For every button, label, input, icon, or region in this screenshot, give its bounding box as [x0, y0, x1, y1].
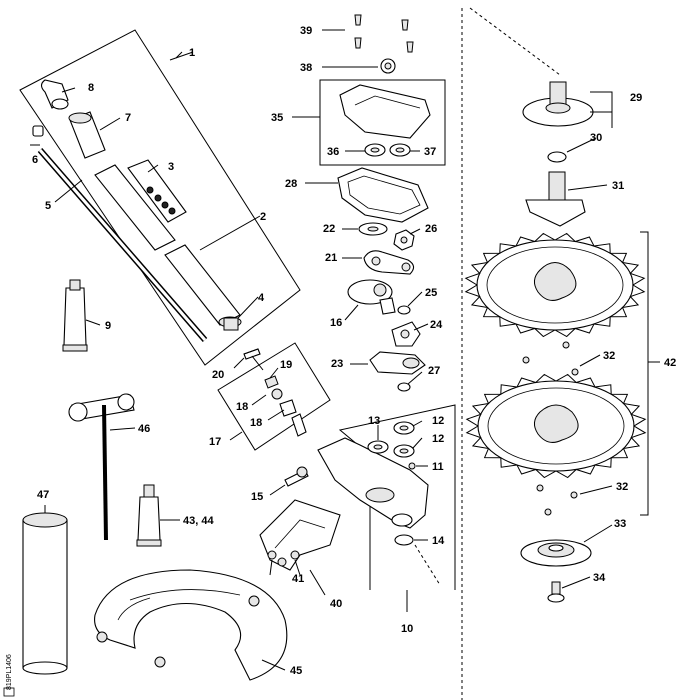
shaft-part-31 [525, 171, 586, 227]
part-number-label: 46 [138, 423, 150, 435]
sleeve-part [68, 111, 106, 159]
grease-tube-part [62, 279, 88, 352]
link-part-21 [363, 250, 415, 275]
part-number-label: 16 [330, 317, 342, 329]
part-number-label: 8 [88, 82, 94, 94]
part-number-label: 22 [323, 223, 335, 235]
part-number-label: 42 [664, 357, 676, 369]
part-number-label: 1 [189, 47, 195, 59]
part-number-label: 7 [125, 112, 131, 124]
part-number-label: 26 [425, 223, 437, 235]
rocker-part-23 [369, 351, 426, 375]
nut-part-26 [393, 229, 415, 251]
part-number-label: 19 [280, 359, 292, 371]
part-number-label: 17 [209, 436, 221, 448]
decal-part [127, 159, 187, 223]
part-number-label: 11 [432, 461, 444, 473]
blade-tooth-edge [464, 232, 646, 338]
part-number-label: 5 [45, 200, 51, 212]
part-number-label: 12 [432, 415, 444, 427]
screw-part-34 [547, 581, 565, 603]
bolt-part-15 [284, 466, 309, 487]
part-number-label: 31 [612, 180, 624, 192]
part-number-label: 4 [258, 292, 265, 304]
part-number-label: 14 [432, 535, 445, 547]
part-number-label: 40 [330, 598, 342, 610]
blade-part-42a [476, 239, 634, 331]
part-number-label: 33 [614, 518, 626, 530]
part-number-label: 25 [425, 287, 437, 299]
part-number-label: 28 [285, 178, 297, 190]
part-number-label: 3 [168, 161, 174, 173]
part-number-label: 12 [432, 433, 444, 445]
part-number-label: 10 [401, 623, 413, 635]
part-number-label: 13 [368, 415, 380, 427]
cover-part-35 [339, 84, 431, 139]
part-number-label: 18 [250, 417, 262, 429]
ring-part-30 [547, 151, 567, 163]
wrench-part [68, 393, 135, 541]
seal-part-14 [394, 534, 414, 546]
gearbox-housing-part [317, 437, 429, 529]
bracket-part-40 [259, 499, 341, 571]
part-number-label: 34 [593, 572, 606, 584]
pin-part-20 [243, 348, 259, 355]
part-number-label: 43, 44 [183, 515, 214, 527]
part-number-label: 47 [37, 489, 49, 501]
fitting-part [223, 317, 239, 331]
part-number-label: 35 [271, 112, 283, 124]
part-number-label: 32 [603, 350, 615, 362]
part-number-label: 23 [331, 358, 343, 370]
bolts-part-32a [522, 341, 579, 376]
disc-part-33 [520, 539, 592, 567]
blade-tooth-edge [465, 373, 647, 479]
part-number-label: 2 [260, 211, 266, 223]
cap-part [40, 79, 69, 110]
doc-code-box-icon [3, 687, 15, 697]
gasket-part-28 [337, 167, 429, 223]
washer-part-25 [397, 305, 411, 315]
screws-part-39 [354, 14, 414, 53]
shaft-part [37, 148, 208, 342]
blade-teeth [464, 232, 647, 479]
bushing-part [32, 125, 44, 137]
part-number-label: 27 [428, 365, 440, 377]
crank-disc-part-16 [347, 279, 396, 315]
document-code: 819PL1406 [6, 654, 13, 690]
part-number-label: 20 [212, 369, 224, 381]
screws-part-41 [267, 550, 300, 567]
part-number-label: 24 [430, 319, 443, 331]
screw-parts-group17 [243, 348, 307, 437]
housing-part-24 [391, 321, 421, 347]
part-number-label: 30 [590, 132, 602, 144]
nut-part-38 [380, 58, 396, 74]
bolts-part-32b [536, 484, 578, 516]
pin-part-11 [408, 462, 416, 470]
blade-part-42b [477, 380, 635, 472]
part-number-label: 41 [292, 573, 304, 585]
part-number-label: 38 [300, 62, 312, 74]
part-number-label: 9 [105, 320, 111, 332]
part-labels: 1 2 3 4 5 6 7 8 9 10 11 12 12 13 14 15 1… [32, 25, 676, 677]
part-number-label: 15 [251, 491, 263, 503]
part-number-label: 29 [630, 92, 642, 104]
guard-part [94, 569, 288, 681]
part-number-label: 45 [290, 665, 302, 677]
paste-tube-part [136, 484, 162, 547]
part-number-label: 32 [616, 481, 628, 493]
part-number-label: 39 [300, 25, 312, 37]
group-outline-17 [217, 342, 331, 451]
ring-part-27 [397, 382, 411, 392]
spray-can-part [22, 512, 68, 675]
hub-part-29 [522, 81, 594, 127]
part-number-label: 21 [325, 252, 337, 264]
part-number-label: 18 [236, 401, 248, 413]
part-number-label: 36 [327, 146, 339, 158]
group-outline-35 [319, 79, 446, 166]
part-number-label: 6 [32, 154, 38, 166]
part-number-label: 37 [424, 146, 436, 158]
